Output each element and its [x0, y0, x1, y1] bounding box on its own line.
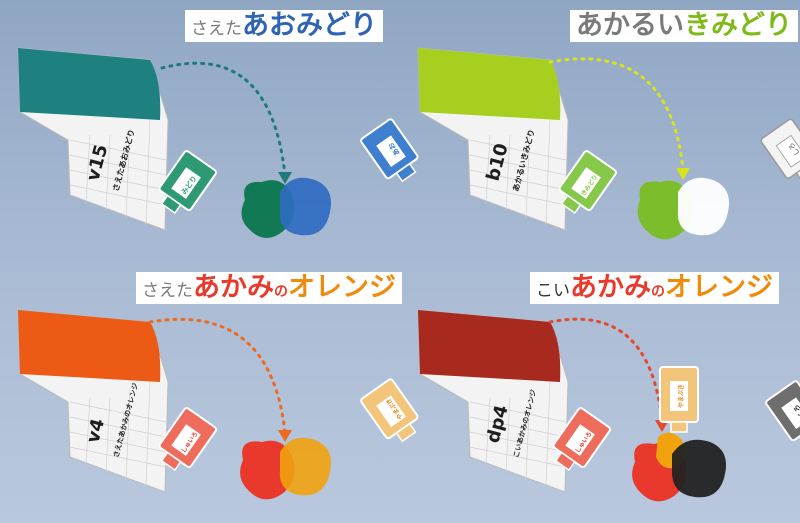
dotted-arrow-icon: [148, 317, 287, 434]
title-main: あかみ: [570, 272, 651, 303]
color-swatch: [18, 310, 161, 382]
title-modifier: さえた: [191, 19, 242, 39]
title-modifier: あかるい: [576, 10, 684, 41]
panel-artwork: dp4 こいあかみのオレンジ しゅいろ やまぶき くろ: [417, 309, 800, 502]
dotted-arrow-icon: [548, 317, 664, 424]
paint-tube-icon: やまぶき: [360, 378, 419, 443]
paint-tube-icon: みどり: [158, 150, 217, 215]
title-main: あおみどり: [242, 12, 377, 39]
paint-tube-icon: しろ: [760, 118, 800, 183]
paint-tube-icon: やまぶき: [659, 366, 699, 433]
color-swatch-card-icon: v15 さえたあおみどり: [17, 47, 169, 231]
panel-artwork: b10 あかるいきみどり きみどり しろ: [417, 47, 800, 240]
panel-koi-akami-orange: こいあかみのオレンジ dp4 こいあかみのオレンジ しゅいろ やまぶき: [400, 262, 800, 523]
panel-akarui-kimidori: あかるいきみどり b10 あかるいきみどり きみどり しろ: [400, 0, 800, 261]
title-particle: の: [274, 284, 288, 300]
paint-tube-icon: あお: [360, 118, 419, 183]
arrow-head: [676, 168, 690, 180]
dotted-arrow-icon: [548, 57, 685, 172]
color-swatch-card-icon: v4 さえたあかみのオレンジ: [17, 309, 169, 493]
title-main: あかみ: [193, 272, 274, 303]
panel-title: あかるいきみどり: [570, 10, 798, 42]
title-main-text: あおみどり: [242, 10, 377, 41]
paint-tube-icon: きみどり: [558, 150, 617, 215]
title-modifier: こい: [536, 281, 570, 301]
panel-title: こいあかみのオレンジ: [530, 272, 779, 304]
title-main: きみどり: [684, 10, 792, 41]
paint-blob-icon: [637, 177, 729, 240]
arrow-head: [278, 172, 292, 184]
paint-blob-icon: [241, 177, 331, 239]
title-main-2: オレンジ: [288, 272, 396, 303]
color-swatch-card-icon: b10 あかるいきみどり: [417, 47, 569, 231]
panel-saeta-akami-orange: さえたあかみのオレンジ v4 さえたあかみのオレンジ しゅいろ やまぶき: [0, 262, 419, 523]
paint-tube-icon: しゅいろ: [158, 407, 217, 472]
panel-title: さえたあおみどり: [185, 10, 383, 42]
dotted-arrow-icon: [160, 61, 287, 177]
title-modifier: さえた: [142, 281, 193, 301]
title-particle: の: [651, 284, 665, 300]
color-swatch: [18, 48, 161, 120]
title-main-2: オレンジ: [665, 272, 773, 303]
paint-tube-icon: くろ: [765, 380, 800, 442]
arrow-head: [278, 430, 292, 442]
color-swatch-card-icon: dp4 こいあかみのオレンジ: [417, 309, 569, 493]
tube-label: くろ: [792, 403, 800, 419]
paint-blob-icon: [240, 437, 331, 500]
paint-tube-icon: しゅいろ: [552, 407, 611, 472]
panel-artwork: v4 さえたあかみのオレンジ しゅいろ やまぶき: [17, 309, 419, 500]
panel-artwork: v15 さえたあおみどり みどり あお: [17, 47, 419, 239]
paint-blob-icon: [632, 432, 726, 502]
tube-label: やまぶき: [677, 384, 685, 408]
panel-saeta-aomidori: さえたあおみどり v15 さえたあおみどり みどり あお: [0, 0, 419, 261]
panel-title: さえたあかみのオレンジ: [136, 272, 402, 304]
color-swatch: [418, 310, 561, 382]
color-swatch: [418, 48, 561, 120]
